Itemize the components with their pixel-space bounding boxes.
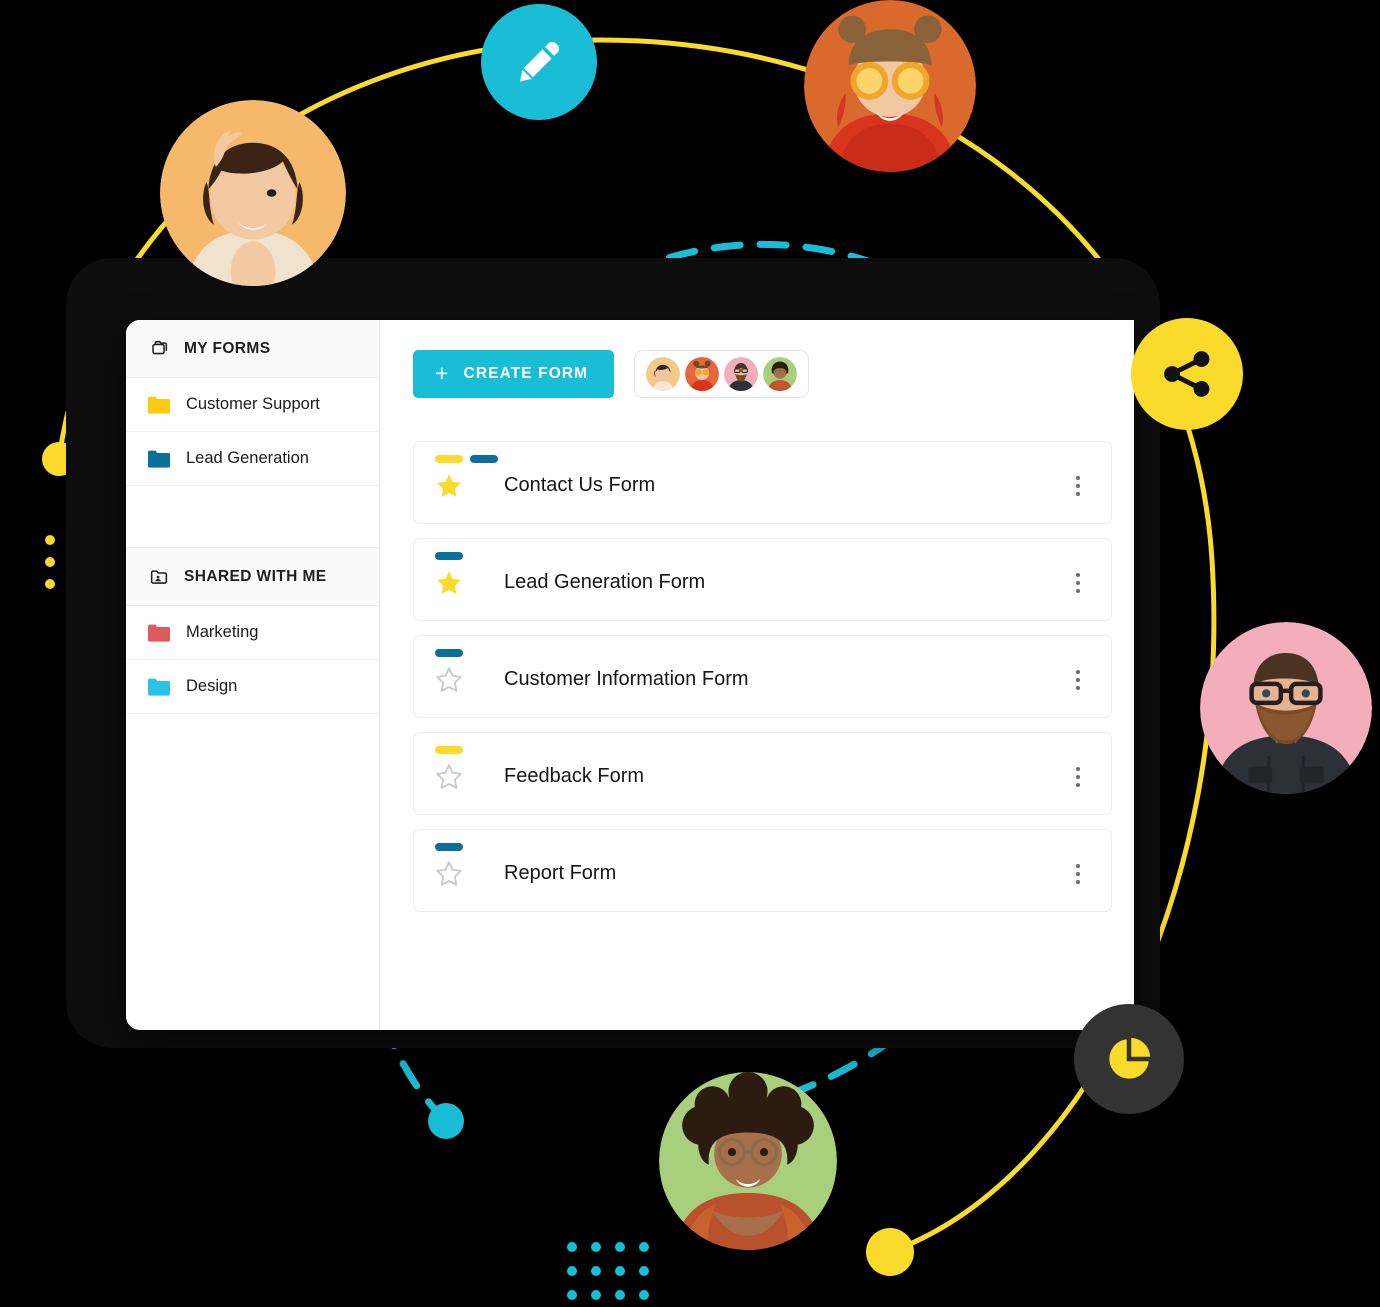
- portrait-illustration: [160, 100, 346, 286]
- form-options-menu[interactable]: [1067, 473, 1089, 499]
- star-icon-filled[interactable]: [434, 471, 464, 501]
- form-tags: [435, 649, 463, 657]
- form-tags: [435, 746, 463, 754]
- portrait-illustration: [659, 1072, 837, 1250]
- sidebar-divider-gap: [126, 486, 379, 548]
- main-panel: + CREATE FORM: [380, 320, 1134, 1030]
- form-row[interactable]: Report Form: [413, 829, 1112, 912]
- form-row[interactable]: Feedback Form: [413, 732, 1112, 815]
- sidebar-item-label: Marketing: [186, 623, 259, 641]
- pencil-badge[interactable]: [481, 4, 597, 120]
- tag-chip: [470, 455, 498, 463]
- photo-bottom: [659, 1072, 837, 1250]
- avatar[interactable]: [763, 357, 798, 391]
- sidebar-item-customer-support[interactable]: Customer Support: [126, 378, 379, 432]
- form-tags: [435, 455, 498, 463]
- portrait-illustration: [1200, 622, 1372, 794]
- sidebar-item-marketing[interactable]: Marketing: [126, 606, 379, 660]
- toolbar: + CREATE FORM: [413, 350, 1112, 398]
- tag-chip: [435, 843, 463, 851]
- tag-chip: [435, 649, 463, 657]
- avatar[interactable]: [724, 357, 759, 391]
- portrait-illustration: [804, 0, 976, 172]
- sidebar-item-label: Design: [186, 677, 238, 695]
- sidebar-section-title: SHARED WITH ME: [184, 567, 327, 585]
- folder-icon: [148, 396, 170, 414]
- form-row[interactable]: Contact Us Form: [413, 441, 1112, 524]
- sidebar-item-lead-generation[interactable]: Lead Generation: [126, 432, 379, 486]
- avatar[interactable]: [646, 357, 681, 391]
- form-options-menu[interactable]: [1067, 764, 1089, 790]
- share-badge[interactable]: [1131, 318, 1243, 430]
- folder-icon: [148, 678, 170, 696]
- form-options-menu[interactable]: [1067, 570, 1089, 596]
- tag-chip: [435, 746, 463, 754]
- create-form-label: CREATE FORM: [463, 365, 589, 382]
- photo-right: [1200, 622, 1372, 794]
- sidebar-item-label: Lead Generation: [186, 449, 309, 467]
- photo-top-right: [804, 0, 976, 172]
- sidebar-item-label: Customer Support: [186, 395, 320, 413]
- sidebar-item-design[interactable]: Design: [126, 660, 379, 714]
- form-title: Contact Us Form: [504, 474, 656, 496]
- form-row[interactable]: Customer Information Form: [413, 635, 1112, 718]
- photo-top-left: [160, 100, 346, 286]
- app-window: MY FORMS Customer Support Lead Generatio…: [126, 320, 1134, 1030]
- pie-chart-icon: [1109, 1037, 1151, 1079]
- form-tags: [435, 552, 463, 560]
- form-options-menu[interactable]: [1067, 861, 1089, 887]
- form-tags: [435, 843, 463, 851]
- form-title: Feedback Form: [504, 765, 645, 787]
- star-icon-outline[interactable]: [434, 665, 464, 695]
- form-options-menu[interactable]: [1067, 667, 1089, 693]
- tag-chip: [435, 552, 463, 560]
- sidebar-section-shared-with-me: SHARED WITH ME: [126, 548, 379, 606]
- folders-icon: [152, 340, 168, 354]
- decorative-dot-yellow-bottom: [866, 1228, 914, 1276]
- star-icon-outline[interactable]: [434, 762, 464, 792]
- star-icon-filled[interactable]: [434, 568, 464, 598]
- sidebar-section-my-forms: MY FORMS: [126, 320, 379, 378]
- chart-badge[interactable]: [1074, 1004, 1184, 1114]
- avatar[interactable]: [685, 357, 720, 391]
- form-title: Customer Information Form: [504, 668, 749, 690]
- create-form-button[interactable]: + CREATE FORM: [413, 350, 615, 398]
- plus-icon: +: [435, 359, 450, 386]
- shared-folder-icon: [150, 569, 168, 584]
- form-title: Lead Generation Form: [504, 571, 706, 593]
- share-icon: [1164, 351, 1210, 397]
- pencil-icon: [519, 41, 560, 82]
- sidebar-section-title: MY FORMS: [184, 339, 271, 357]
- tag-chip: [435, 455, 463, 463]
- sidebar: MY FORMS Customer Support Lead Generatio…: [126, 320, 380, 1030]
- star-icon-outline[interactable]: [434, 859, 464, 889]
- form-title: Report Form: [504, 862, 617, 884]
- folder-icon: [148, 624, 170, 642]
- form-row[interactable]: Lead Generation Form: [413, 538, 1112, 621]
- decorative-dot-cyan-bottom: [428, 1103, 464, 1139]
- collaborator-avatar-group[interactable]: [634, 350, 810, 398]
- sidebar-spacer: [126, 714, 379, 1030]
- folder-icon: [148, 450, 170, 468]
